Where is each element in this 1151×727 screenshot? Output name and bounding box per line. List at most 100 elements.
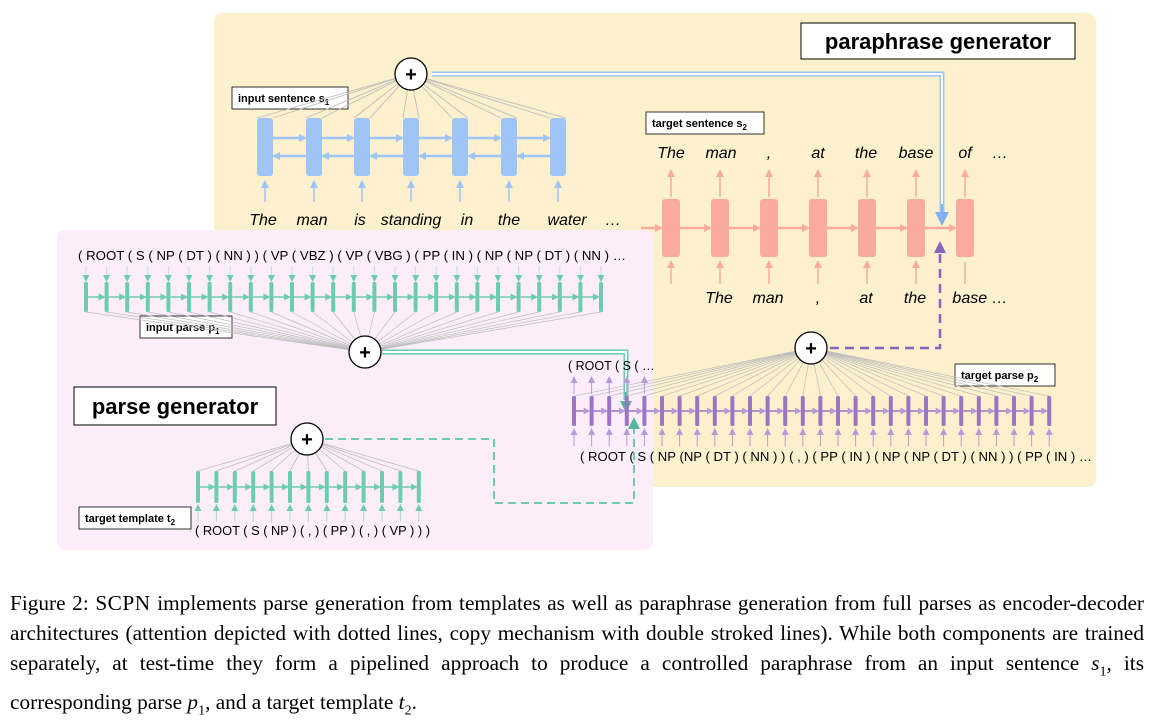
decoder-cell (888, 396, 893, 426)
encoder-cell (454, 282, 459, 312)
input-sentence-attention-node (394, 57, 428, 91)
encoder-cell (398, 471, 403, 503)
encoder-cell (537, 282, 542, 312)
encoder-cell (145, 282, 150, 312)
caption-text-2: , its corresponding parse (10, 651, 1144, 715)
caption-figure-label: Figure 2: (10, 591, 89, 615)
decoder-cell (607, 396, 612, 426)
attention-line (364, 311, 519, 353)
target-word-bottom: at (859, 290, 873, 307)
encoder-cell (196, 471, 200, 503)
attention-line (85, 311, 366, 353)
encoder-cell (501, 118, 517, 176)
decoder-cell (1047, 396, 1052, 426)
decoder-cell (959, 396, 964, 426)
attention-line (272, 73, 411, 119)
caption-s1: s1 (1091, 651, 1107, 680)
attention-line (188, 311, 366, 353)
input-parse-encoder (82, 266, 605, 312)
target-word-bottom: The (705, 290, 733, 307)
decoder-cell (853, 396, 858, 426)
parse-generator-title: parse generator (92, 394, 259, 419)
attention-nodes: ++++ (290, 57, 828, 456)
encoder-cell (434, 282, 439, 312)
encoder-cell (207, 282, 212, 312)
decoder-cell (695, 396, 700, 426)
encoder-cell (452, 118, 468, 176)
decoder-cell (748, 396, 752, 426)
figure-caption: Figure 2: SCPN implements parse generati… (10, 588, 1144, 727)
target-word-top: base (899, 145, 934, 162)
target-word-bottom: base … (952, 290, 1007, 307)
attention-line (409, 73, 551, 119)
decoder-cell (800, 396, 805, 426)
target-word-top: at (811, 145, 825, 162)
decoder-cell (711, 199, 729, 257)
scpn-architecture-diagram: paraphrase generator parse generator inp… (57, 13, 1096, 550)
attention-line (209, 311, 366, 353)
encoder-cell (557, 282, 562, 312)
copy-and-feed-connections (325, 71, 949, 504)
decoder-cell (712, 396, 717, 426)
encoder-cell (257, 118, 273, 176)
decoder-cell (589, 396, 594, 426)
encoder-cell (84, 282, 88, 312)
attention-line (306, 438, 419, 472)
encoder-cell (269, 471, 274, 503)
decoder-cell (836, 396, 840, 426)
decoder-cell (730, 396, 735, 426)
encoder-cell (228, 282, 233, 312)
attention-line (364, 311, 581, 353)
decoder-cell (660, 396, 664, 426)
encoder-cell (413, 282, 418, 312)
input-parse-label: input parse p1 (146, 322, 220, 336)
attention-line (321, 73, 411, 119)
target-parse-attention-node (794, 331, 828, 365)
decoder-cell (1012, 396, 1016, 426)
encoder-cell (306, 471, 311, 503)
attention-line (714, 347, 812, 397)
target-parse-label: target parse p2 (961, 370, 1039, 384)
target-word-top: … (992, 145, 1008, 162)
attention-line (810, 347, 909, 397)
decoder-cell (760, 199, 778, 257)
decoder-cell (818, 396, 823, 426)
attention-line (197, 438, 308, 472)
decoder-cell (941, 396, 946, 426)
caption-p1: p1 (187, 690, 206, 719)
decoder-cell (783, 396, 788, 426)
encoder-cell (351, 282, 356, 312)
encoder-cell (248, 282, 253, 312)
target-word-bottom: the (904, 290, 926, 307)
attention-line (364, 311, 602, 353)
encoder-cell (166, 282, 171, 312)
decoder-cell (642, 396, 647, 426)
target-sentence-decoder (641, 169, 974, 284)
attention-line (147, 311, 366, 353)
attention-line (626, 347, 812, 397)
attention-line (127, 311, 366, 353)
encoder-cell (290, 282, 294, 312)
attention-line (661, 347, 812, 397)
attention-line (810, 347, 1032, 397)
attention-line (250, 311, 366, 353)
input-sentence-attention-node-symbol: + (405, 64, 417, 86)
target-parse-attention-node-symbol: + (805, 338, 817, 360)
input-sentence-label: input sentence s1 (238, 93, 330, 107)
encoder-cell (269, 282, 274, 312)
decoder-cell (906, 396, 911, 426)
attention-line (644, 347, 812, 397)
attention-line (409, 73, 518, 119)
paraphrase-generator-title: paraphrase generator (825, 29, 1052, 54)
encoder-cell (288, 471, 292, 503)
encoder-cell (403, 118, 419, 176)
target-word-bottom: , (816, 290, 820, 307)
decoder-cell (572, 396, 576, 426)
target-word-top: the (855, 145, 877, 162)
decoder-cell (924, 396, 928, 426)
attention-line (679, 347, 812, 397)
parse-generator-panel (57, 230, 653, 550)
encoder-cell (306, 118, 322, 176)
attention-line (810, 347, 1015, 397)
attention-line (810, 347, 944, 397)
